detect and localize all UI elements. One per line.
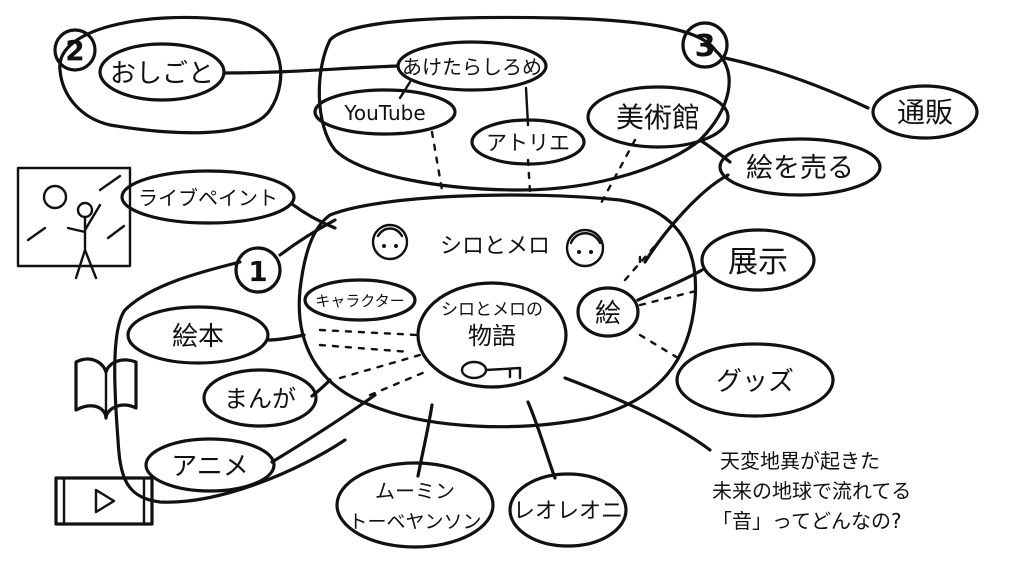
dash-manga-story: [338, 353, 422, 380]
group2-number-text: 2: [65, 34, 84, 67]
connector-g1-center: [278, 218, 337, 257]
node-moomin-label-2: トーベヤンソン: [348, 511, 481, 533]
node-mailorder-label: 通販: [897, 96, 953, 129]
dash-e-goods: [638, 333, 680, 360]
node-leo-label: レオレオニ: [513, 499, 623, 524]
story-bubble: シロとメロの 物語: [416, 281, 568, 389]
node-leo: レオレオニ: [508, 472, 628, 548]
connector-e-exhibit: [636, 268, 704, 302]
node-sell: 絵を売る: [718, 137, 882, 197]
node-atelier-label: アトリエ: [486, 131, 570, 155]
story-line1: シロとメロの: [441, 300, 543, 320]
node-anime-label: アニメ: [171, 452, 248, 482]
story-line2: 物語: [468, 322, 516, 350]
node-moomin-label-1: ムーミン: [375, 479, 455, 503]
group2-number: 2: [53, 28, 97, 72]
node-moomin: ムーミン トーベヤンソン: [335, 461, 495, 549]
node-ojigoto-label: おしごと: [110, 59, 214, 89]
note-line1: 天変地異が起きた: [720, 449, 880, 473]
face-mero: [565, 228, 605, 268]
node-goods: グッズ: [675, 342, 835, 418]
connector-blob-livepaint: [290, 202, 337, 230]
node-livepaint-label: ライブペイント: [138, 186, 278, 210]
connector-ojigoto-akete: [223, 64, 400, 75]
dash-e-sell-2: [623, 238, 662, 282]
node-anime: アニメ: [144, 437, 276, 493]
dash-museum-center: [598, 138, 637, 207]
group2-loop: [58, 15, 283, 135]
key-icon: [460, 360, 522, 380]
node-e-label: 絵: [595, 299, 621, 329]
node-youtube: YouTube: [313, 88, 457, 136]
face-shiro: [371, 223, 409, 261]
dash-youtube-center: [430, 130, 444, 192]
connector-g3-sell: [698, 138, 732, 164]
connector-blob-anime: [270, 393, 377, 464]
node-character-label: キャラクター: [315, 292, 404, 310]
center-title: シロとメロ: [440, 234, 550, 259]
node-youtube-label: YouTube: [343, 101, 425, 125]
node-akete: あけたらしろめ: [396, 40, 548, 92]
node-picturebook-label: 絵本: [172, 322, 224, 352]
group3-number-text: 3: [695, 29, 716, 64]
film-icon: [54, 476, 154, 526]
livepaint-illustration: [16, 166, 132, 280]
node-museum: 美術館: [586, 85, 730, 149]
connector-blob-picturebook: [266, 333, 306, 342]
group1-number-text: 1: [248, 255, 267, 288]
connector-sell-e: [643, 173, 730, 264]
node-character: キャラクター: [303, 278, 417, 322]
dash-anime-story: [368, 370, 427, 397]
node-exhibit-label: 展示: [728, 245, 788, 280]
node-manga: まんが: [202, 368, 318, 428]
node-picturebook: 絵本: [126, 305, 270, 365]
connector-blob-leo: [526, 400, 557, 480]
note-line2: 未来の地球で流れてる: [712, 479, 911, 503]
dash-e-exhibit: [638, 288, 702, 307]
group3-number: 3: [681, 21, 729, 69]
note-line3: 「音」ってどんなの?: [712, 509, 902, 533]
node-museum-label: 美術館: [616, 101, 700, 134]
group1-number: 1: [234, 246, 282, 294]
connector-g3-mailorder: [723, 56, 870, 110]
node-sell-label: 絵を売る: [746, 153, 854, 184]
node-exhibit: 展示: [700, 228, 816, 292]
node-akete-label: あけたらしろめ: [402, 55, 542, 79]
connector-blob-manga: [310, 378, 332, 398]
node-livepaint: ライブペイント: [120, 169, 296, 225]
dash-character-story-2: [318, 343, 412, 354]
center-blob: [297, 193, 698, 429]
node-ojigoto: おしごと: [98, 42, 226, 102]
connector-story-note: [563, 376, 712, 452]
dash-character-story: [318, 328, 420, 337]
node-atelier: アトリエ: [470, 118, 586, 166]
node-e: 絵: [576, 286, 640, 338]
node-mailorder: 通販: [871, 84, 979, 140]
connector-blob-moomin: [416, 403, 434, 478]
node-manga-label: まんが: [224, 385, 296, 413]
book-icon: [74, 357, 138, 420]
node-goods-label: グッズ: [716, 367, 794, 397]
